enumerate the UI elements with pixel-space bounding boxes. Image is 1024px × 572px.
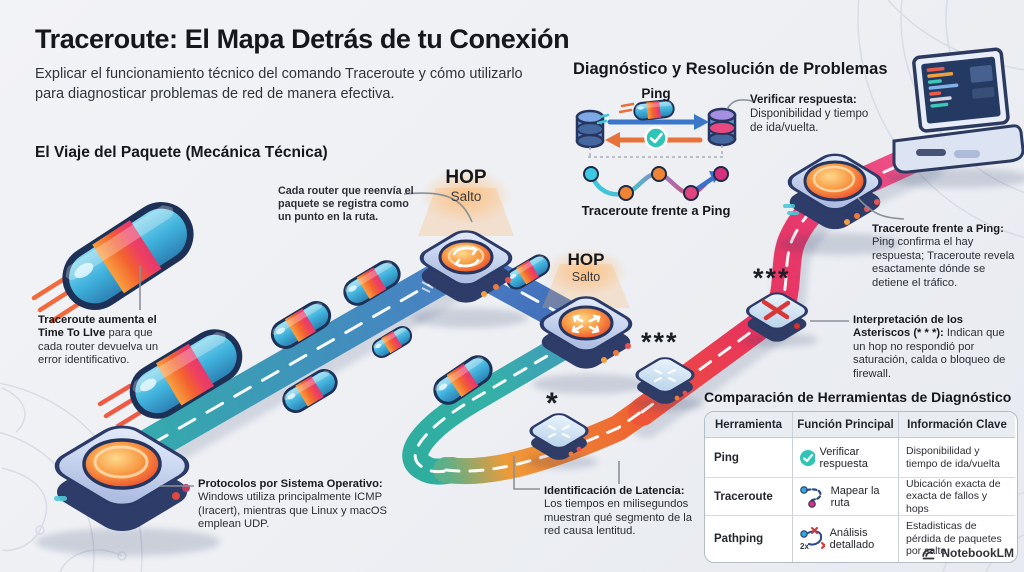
asterisks-triple-b: *** (753, 263, 791, 293)
page-title: Traceroute: El Mapa Detrás de tu Conexió… (35, 24, 570, 54)
callout-verify-title: Verificar respuesta: (750, 94, 857, 106)
function-label: Mapear la ruta (830, 484, 880, 509)
hop2-router (539, 296, 633, 369)
column-header-tool: Herramienta (705, 412, 793, 438)
table-cell-tool-ping: Ping (705, 438, 793, 478)
route-icon (800, 485, 822, 508)
wave-chart-label: Traceroute frente a Ping (581, 203, 731, 218)
table-cell-function-pathping: 2x Análisis detallado (793, 516, 899, 562)
table-cell-tool-pathping: Pathping (705, 516, 793, 562)
ping-label: Ping (641, 86, 671, 101)
hop1-router (419, 230, 513, 303)
diagnostics-section-heading: Diagnóstico y Resolución de Problemas (573, 60, 888, 78)
latency-router (529, 413, 589, 460)
failure-x-icon (761, 299, 791, 321)
table-cell-function-traceroute: Mapear la ruta (793, 478, 899, 516)
callout-router-registers: Cada router que reenvía el paquete se re… (278, 185, 414, 223)
comparison-table-heading: Comparación de Herramientas de Diagnósti… (704, 389, 1012, 405)
hop2-title: HOP (567, 250, 605, 269)
brand-footer: NotebookLM (921, 546, 1014, 560)
callout-verify-response: Verificar respuesta: Disponibilidad y ti… (750, 94, 872, 135)
hop1-label: HOP Salto (424, 167, 508, 204)
callout-traceroute-vs-ping: Traceroute frente a Ping: Ping confirma … (872, 223, 1022, 290)
cross-arrows-icon (571, 314, 601, 334)
hop2-label: HOP Salto (544, 250, 628, 284)
callout-verify-body: Disponibilidad y tiempo de ida/vuelta. (750, 107, 869, 134)
hop2-subtitle: Salto (571, 270, 601, 284)
function-label: Análisis detallado (829, 527, 875, 551)
callout-protocols-rest: Windows utiliza principalmente ICMP (Ira… (198, 491, 388, 531)
terminal-code-lines (926, 64, 995, 108)
callout-latency-bold: Identificación de Latencia: (544, 485, 685, 497)
callout-ttl-bold: Traceroute aumenta el Time To LIve (38, 314, 157, 340)
function-label: Verificar respuesta (819, 445, 868, 470)
origin-router (54, 425, 190, 532)
column-header-function: Función Principal (793, 412, 899, 438)
ping-diagram (575, 99, 737, 158)
notebooklm-logo-icon (922, 548, 936, 560)
loss-multiplier-label: 2x (800, 542, 809, 551)
page-subtitle: Explicar el funcionamiento técnico del c… (35, 66, 523, 102)
packet-capsules (31, 192, 553, 427)
request-arrow (596, 113, 709, 130)
hop1-title: HOP (445, 167, 487, 188)
ping-packet (618, 99, 675, 121)
dotted-connector (588, 145, 724, 158)
table-cell-tool-traceroute: Traceroute (705, 478, 793, 516)
callout-vsping-rest: Ping confirma el hay respuesta; Tracerou… (872, 236, 1015, 289)
callout-vsping-bold: Traceroute frente a Ping: (872, 223, 1004, 235)
callout-protocols-bold: Protocolos por Sistema Operativo: (198, 478, 383, 490)
brand-name: NotebookLM (941, 546, 1014, 560)
callout-asterisks-rest: Indican que un hop no respondió por satu… (853, 327, 1006, 380)
column-header-info: Información Clave (899, 412, 1015, 438)
device-shadows (36, 168, 1024, 556)
hop1-subtitle: Salto (450, 189, 482, 204)
cycle-arrows-icon (452, 246, 480, 268)
table-cell-info-ping: Disponibilidad y tiempo de ida/vuelta (899, 438, 1015, 478)
timeout-router-a (635, 357, 695, 404)
callout-latency: Identificación de Latencia: Los tiempos … (544, 485, 702, 539)
asterisk-single: * (546, 387, 560, 420)
callout-ttl: Traceroute aumenta el Time To LIve para … (38, 314, 176, 368)
table-cell-info-pathping: Estadisticas de pérdida de paquetes por … (906, 520, 1002, 558)
table-cell-info-traceroute: Ubicación exacta de exacta de fallos y h… (899, 478, 1015, 516)
cross-arrows-icon (653, 368, 677, 383)
callout-pointer-lines (139, 99, 905, 490)
callout-asterisks-bold: Interpretación de los Asteriscos (* * *)… (853, 314, 964, 340)
callout-latency-rest: Los tiempos en milisegundos muestran qué… (544, 498, 693, 538)
journey-section-heading: El Viaje del Paquete (Mecánica Técnica) (35, 144, 328, 161)
comparison-table: Herramienta Función Principal Informació… (704, 411, 1018, 563)
callout-protocols: Protocolos por Sistema Operativo: Window… (198, 478, 398, 532)
destination-router (783, 153, 883, 230)
latency-wave-chart (583, 166, 729, 201)
callout-ttl-rest: para que cada router devuelva un error i… (38, 327, 159, 367)
cross-arrows-icon (547, 424, 571, 439)
check-badge (644, 126, 668, 150)
loss-analysis-icon: 2x (800, 527, 825, 551)
check-icon (800, 449, 815, 466)
asterisks-triple-a: *** (641, 327, 679, 357)
callout-asterisks-meaning: Interpretación de los Asteriscos (* * *)… (853, 314, 1015, 381)
timeout-router-b (746, 292, 808, 342)
target-server-icon (707, 107, 737, 147)
table-cell-function-ping: Verificar respuesta (793, 438, 899, 478)
laptop (892, 47, 1024, 174)
